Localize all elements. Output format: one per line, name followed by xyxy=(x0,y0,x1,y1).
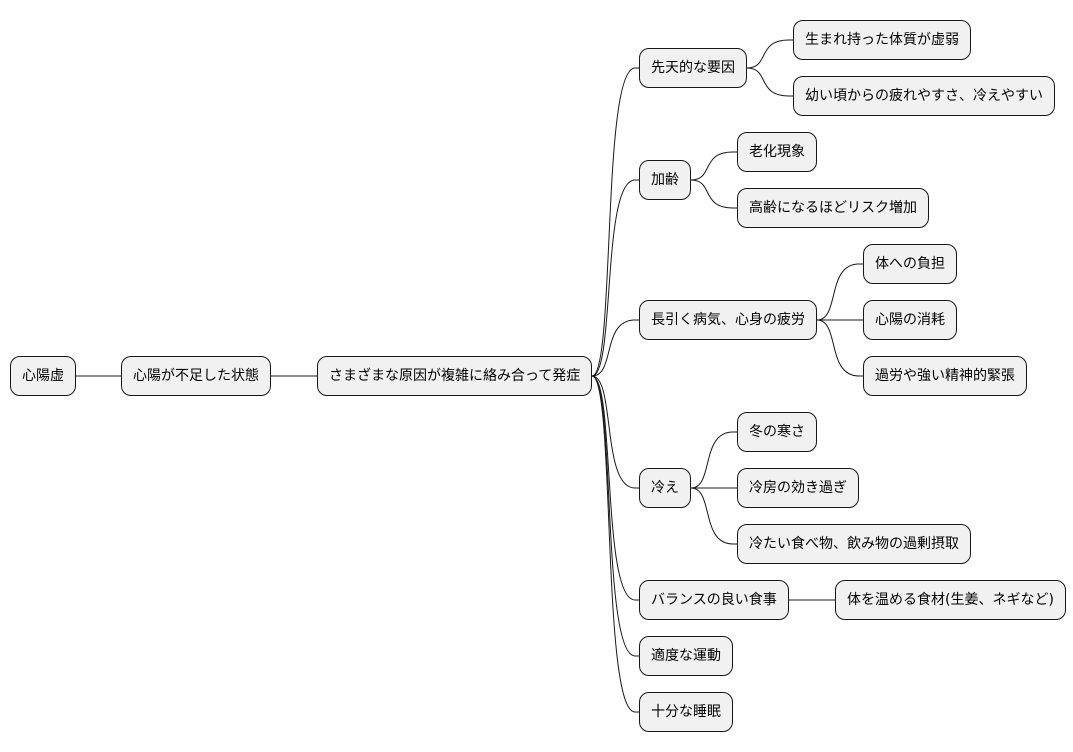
node-aging-senescence: 老化現象 xyxy=(737,132,817,172)
connector-n2-c7 xyxy=(591,375,639,713)
node-body-burden: 体への負担 xyxy=(863,244,957,284)
node-heart-yang-depletion: 心陽の消耗 xyxy=(863,300,957,340)
connector-n2-c5 xyxy=(591,375,639,601)
connector-c3-c3a xyxy=(816,263,863,321)
connector-c4-c4a xyxy=(690,431,737,489)
node-aging-risk: 高齢になるほどリスク増加 xyxy=(737,188,929,228)
node-moderate-exercise: 適度な運動 xyxy=(639,636,733,676)
node-complex-causes: さまざまな原因が複雑に絡み合って発症 xyxy=(317,356,593,396)
node-winter-cold: 冬の寒さ xyxy=(737,412,817,452)
node-cold-food-drink: 冷たい食べ物、飲み物の過剰摂取 xyxy=(737,524,971,564)
connector-c1-c1b xyxy=(746,67,793,97)
connector-c3-c3c xyxy=(816,319,863,377)
node-congenital-fatigue: 幼い頃からの疲れやすさ、冷えやすい xyxy=(793,76,1055,116)
connector-n2-c4 xyxy=(591,375,639,489)
node-chronic-illness: 長引く病気、心身の疲労 xyxy=(639,300,817,340)
connector-n2-c3 xyxy=(591,319,639,377)
node-aging: 加齢 xyxy=(639,160,691,200)
node-air-conditioning: 冷房の効き過ぎ xyxy=(737,468,859,508)
connector-c1-c1a xyxy=(746,39,793,69)
connector-n2-c2 xyxy=(591,179,639,377)
node-root: 心陽虚 xyxy=(10,356,76,396)
node-balanced-diet: バランスの良い食事 xyxy=(639,580,789,620)
connector-n2-c1 xyxy=(591,67,639,377)
connector-c2-c2b xyxy=(690,179,737,209)
node-sufficient-sleep: 十分な睡眠 xyxy=(639,692,733,732)
node-overwork-tension: 過労や強い精神的緊張 xyxy=(863,356,1027,396)
connector-c2-c2a xyxy=(690,151,737,181)
node-congenital-weak: 生まれ持った体質が虚弱 xyxy=(793,20,971,60)
node-warming-foods: 体を温める食材(生姜、ネギなど) xyxy=(835,580,1066,620)
node-congenital: 先天的な要因 xyxy=(639,48,747,88)
connector-n2-c6 xyxy=(591,375,639,657)
node-deficiency-state: 心陽が不足した状態 xyxy=(121,356,271,396)
connector-c4-c4c xyxy=(690,487,737,545)
node-cold: 冷え xyxy=(639,468,691,508)
